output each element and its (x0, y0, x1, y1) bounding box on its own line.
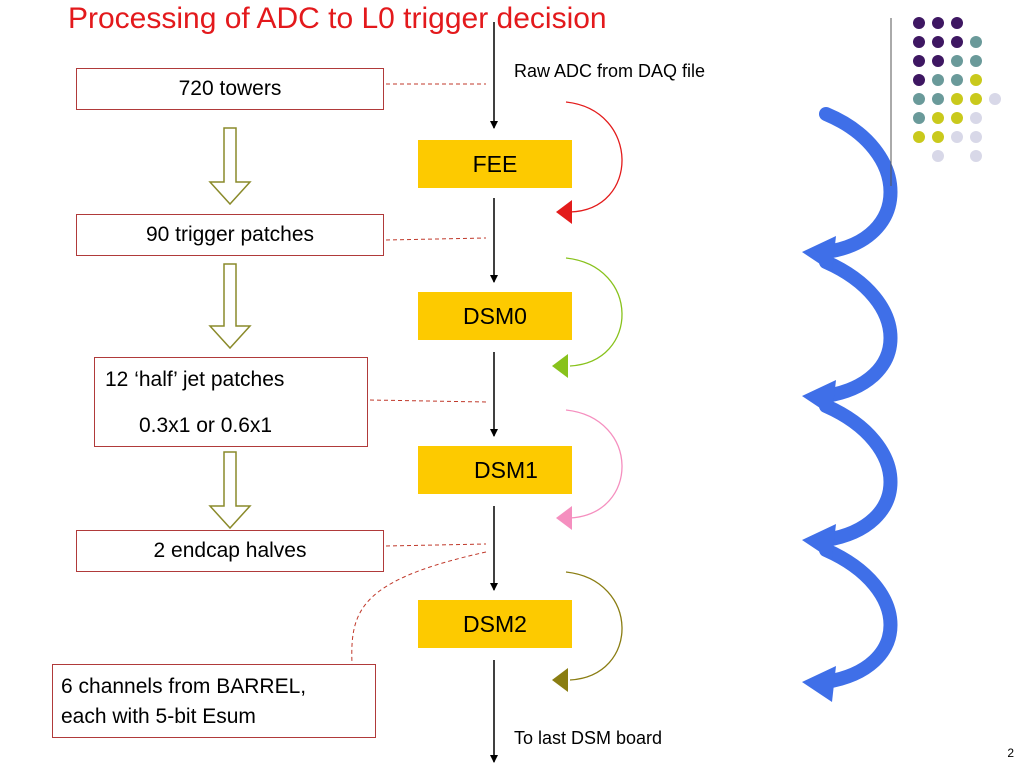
trigger-patches-box: 90 trigger patches (76, 214, 384, 256)
barrel-channels-box: 6 channels from BARREL, each with 5-bit … (52, 664, 376, 738)
big-loop-arrow-4 (819, 543, 898, 689)
return-arrow-dsm2 (565, 571, 623, 681)
hollow-down-arrow-2 (208, 263, 252, 350)
fee-box: FEE (418, 140, 572, 188)
half-jet-patches-line1: 12 ‘half’ jet patches (105, 368, 285, 391)
fee-label: FEE (472, 150, 518, 177)
towers-box: 720 towers (76, 68, 384, 110)
dsm1-box: DSM1 (418, 446, 572, 494)
big-loop-arrow-2 (819, 255, 898, 403)
dashed-connector-endcap (385, 543, 487, 547)
barrel-line1: 6 channels from BARREL, (61, 675, 307, 698)
trigger-patches-label: 90 trigger patches (145, 223, 315, 246)
decorative-dots (913, 17, 1001, 162)
barrel-line2: each with 5-bit Esum (61, 705, 256, 728)
dashed-connector-trigger-patches (385, 237, 487, 241)
towers-label: 720 towers (178, 77, 282, 100)
dsm1-label: DSM1 (474, 456, 538, 483)
dsm0-box: DSM0 (418, 292, 572, 340)
return-arrow-dsm1 (565, 409, 623, 519)
half-jet-patches-line2: 0.3x1 or 0.6x1 (139, 414, 273, 437)
hollow-down-arrow-3 (208, 451, 252, 530)
raw-adc-label: Raw ADC from DAQ file (514, 61, 706, 81)
dsm2-box: DSM2 (418, 600, 572, 648)
dsm2-label: DSM2 (463, 610, 527, 637)
to-last-dsm-label: To last DSM board (514, 728, 663, 748)
page-title: Processing of ADC to L0 trigger decision (68, 2, 607, 35)
dashed-connector-half-jet (369, 399, 487, 403)
return-arrow-fee (565, 101, 623, 213)
endcap-halves-label: 2 endcap halves (153, 539, 307, 562)
return-arrow-dsm0 (565, 257, 623, 367)
dashed-connector-barrel (351, 551, 487, 665)
dsm0-label: DSM0 (463, 302, 527, 329)
hollow-down-arrow-1 (208, 127, 252, 206)
half-jet-patches-box: 12 ‘half’ jet patches 0.3x1 or 0.6x1 (94, 357, 368, 447)
big-loop-arrow-3 (819, 399, 898, 547)
endcap-halves-box: 2 endcap halves (76, 530, 384, 572)
page-number: 2 (1007, 746, 1014, 760)
big-loop-arrow-1 (819, 107, 898, 259)
